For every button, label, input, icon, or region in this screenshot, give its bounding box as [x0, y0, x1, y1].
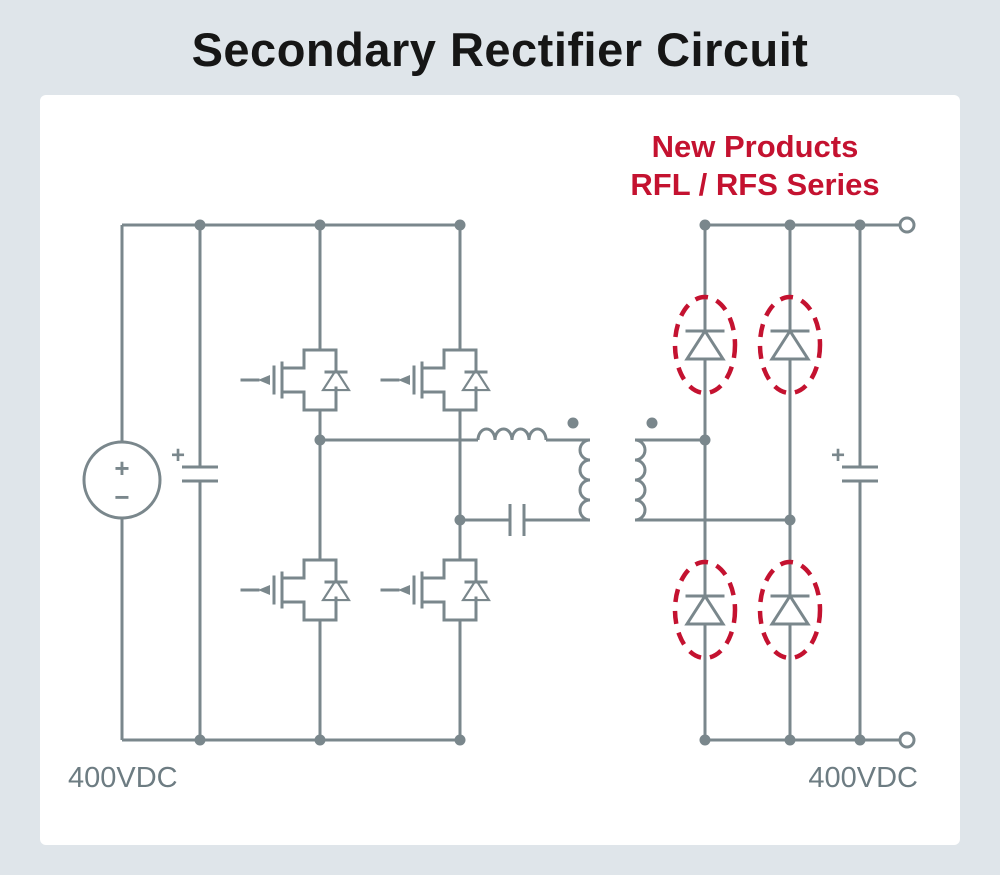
transformer	[567, 417, 658, 522]
output-capacitor: +	[831, 225, 878, 740]
dc-voltage-source: + −	[82, 225, 162, 740]
circuit-panel: + − +	[40, 95, 960, 845]
mosfet-q2	[380, 333, 491, 427]
mosfet-q1	[240, 333, 351, 427]
rectifier-leg-right	[770, 225, 810, 740]
input-voltage-label: 400VDC	[68, 762, 178, 794]
new-product-highlights	[672, 294, 823, 661]
primary-phase-dot	[567, 417, 579, 429]
mosfet-q3	[240, 543, 351, 637]
input-capacitor: +	[171, 225, 218, 740]
highlight-ellipse-d2	[757, 294, 823, 396]
secondary-phase-dot	[646, 417, 658, 429]
rectifier-diode-d4	[770, 594, 810, 626]
output-terminal-positive	[898, 216, 916, 234]
primary-rails	[122, 223, 460, 742]
rectifier-diode-d2	[770, 329, 810, 361]
transformer-primary-winding	[578, 438, 591, 522]
bridge-leg-left	[240, 225, 351, 740]
output-voltage-label: 400VDC	[808, 762, 918, 794]
secondary-rectifier-diagram: + − +	[68, 129, 918, 794]
highlight-ellipse-d4	[757, 559, 823, 661]
junction-dots	[194, 219, 866, 746]
new-products-label-line1: New Products	[652, 129, 859, 164]
new-products-label-line2: RFL / RFS Series	[630, 167, 879, 202]
output-terminals	[898, 216, 916, 749]
bridge-leg-right	[380, 225, 491, 740]
rectifier-leg-left	[685, 225, 725, 740]
source-plus-sign: +	[114, 453, 129, 483]
highlight-ellipse-d1	[672, 294, 738, 396]
source-minus-sign: −	[114, 482, 129, 512]
resonant-capacitor	[508, 504, 526, 536]
highlight-ellipse-d3	[672, 559, 738, 661]
voltage-source-circle	[82, 440, 162, 520]
output-capacitor-plus-sign: +	[831, 442, 845, 469]
secondary-rails	[705, 223, 900, 742]
output-terminal-negative	[898, 731, 916, 749]
transformer-secondary-winding	[634, 438, 647, 522]
output-capacitor-plates	[842, 465, 878, 483]
input-capacitor-plates	[182, 465, 218, 483]
rectifier-diode-d1	[685, 329, 725, 361]
mosfet-q4	[380, 543, 491, 637]
input-capacitor-plus-sign: +	[171, 442, 185, 469]
page-title: Secondary Rectifier Circuit	[191, 23, 809, 76]
resonant-inductor	[476, 427, 590, 442]
rectifier-diode-d3	[685, 594, 725, 626]
